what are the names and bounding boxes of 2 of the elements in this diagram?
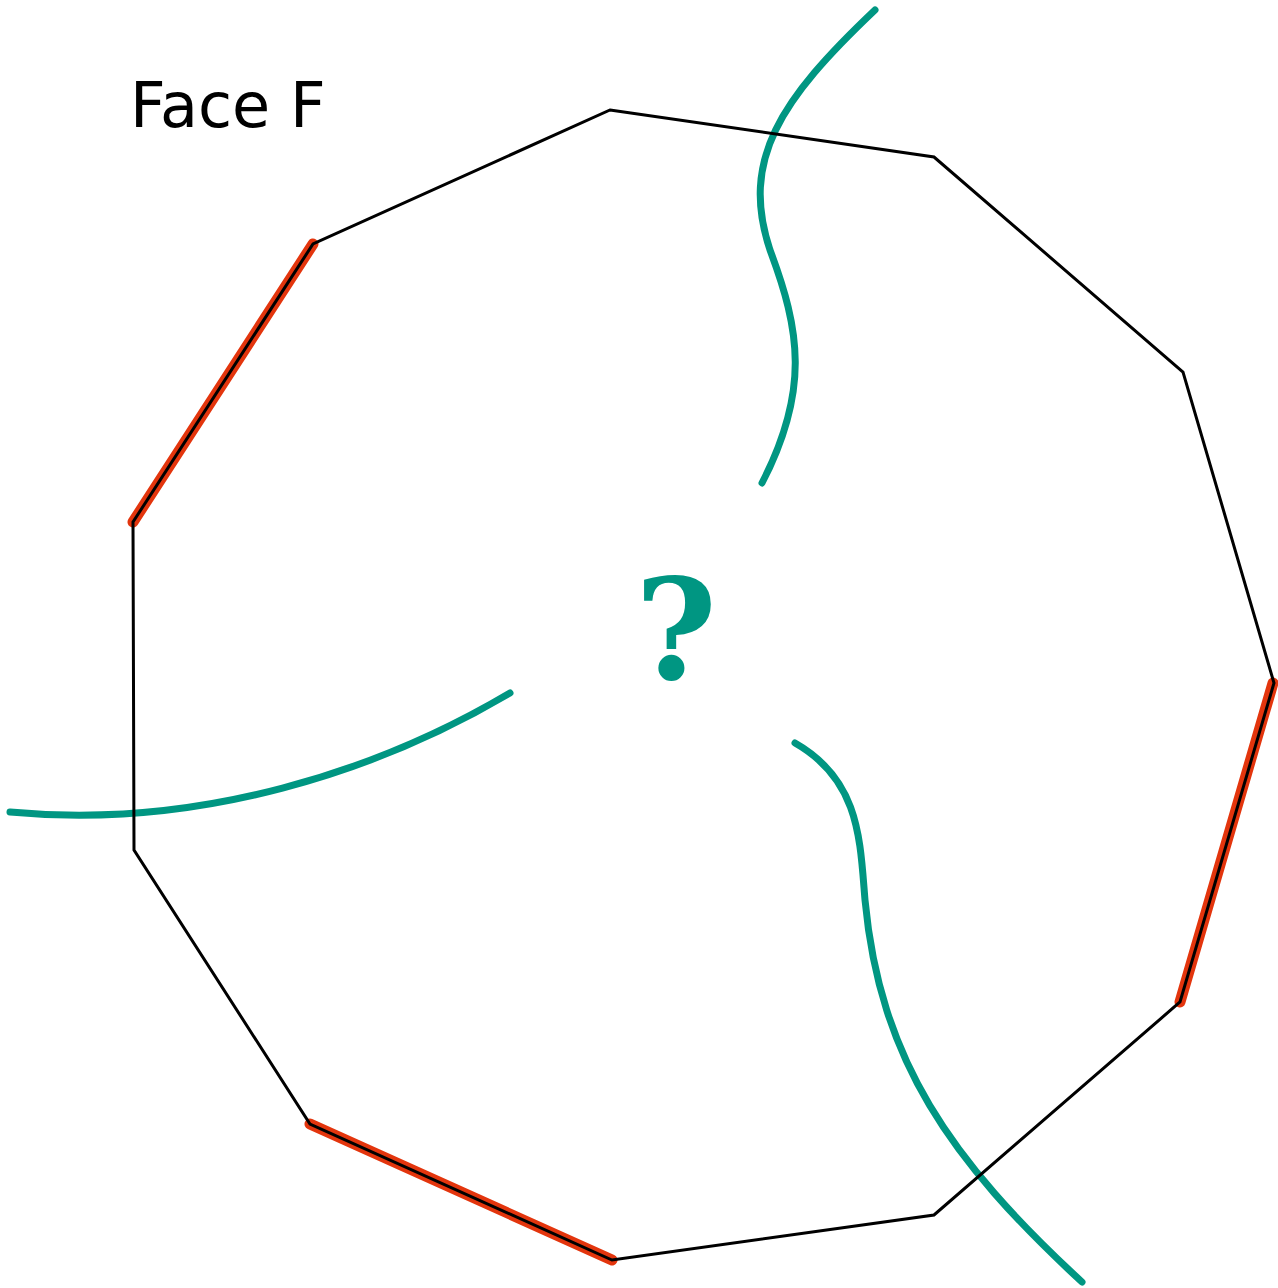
face-label: Face F bbox=[130, 75, 326, 137]
question-mark: ? bbox=[635, 560, 718, 700]
